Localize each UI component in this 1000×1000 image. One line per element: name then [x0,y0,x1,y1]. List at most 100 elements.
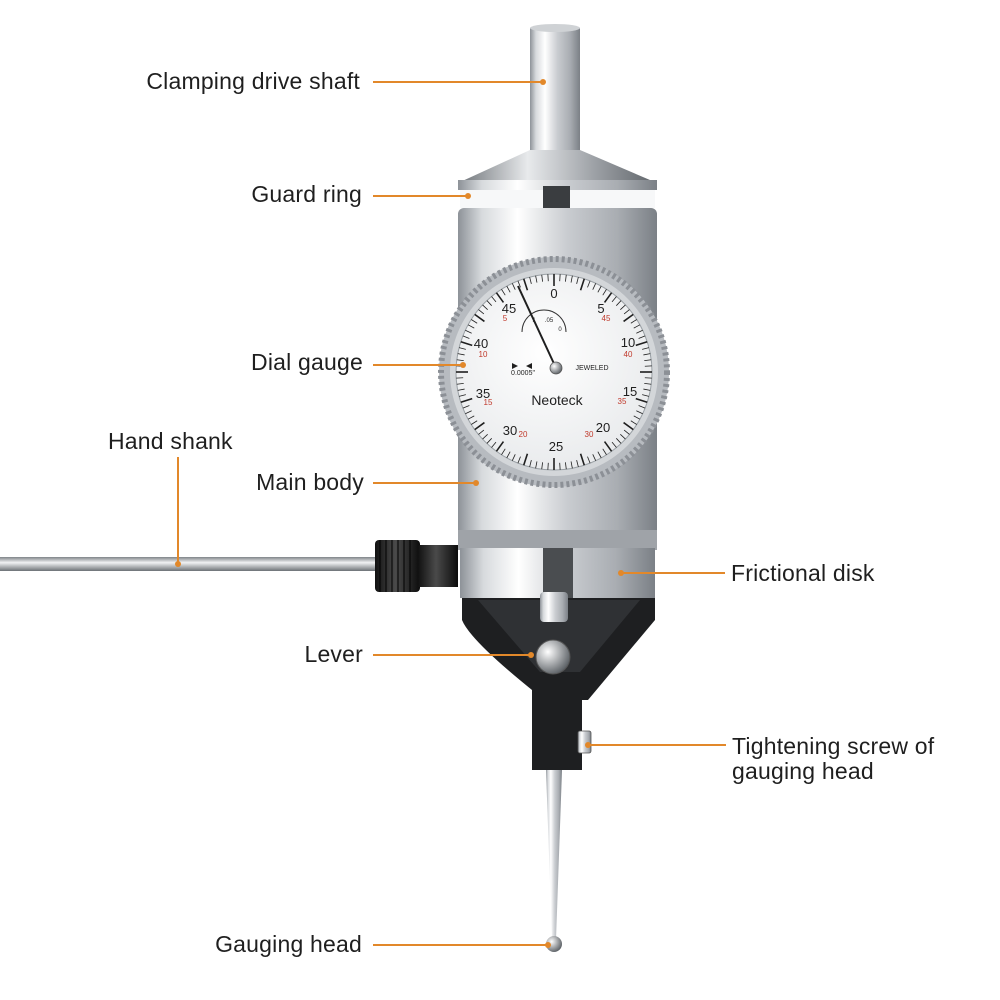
dial-tick [635,397,648,404]
dial-tick [638,335,646,339]
dial-tick [565,462,567,470]
dial-num-35: 35 [476,386,490,401]
dial-tick [522,278,529,291]
dial-tick [642,394,650,397]
leader-gauging-head-dot [545,942,551,948]
dial-tick [623,309,630,315]
dial-tick [456,383,464,385]
dial-tick [579,453,586,466]
dial-num-25: 25 [549,439,563,454]
dial-tick [592,454,597,461]
dial-tick [602,448,607,455]
subdial-05: .05 [545,318,554,324]
label-lever: Lever [304,641,363,667]
dial-tick [517,456,521,464]
dial-tick [644,383,652,385]
dial-tick [501,289,506,296]
dial-tick [501,448,506,455]
leader-guard-ring-dot [465,193,471,199]
subdial-0: 0 [558,327,562,333]
dial-tick [467,415,475,420]
dial-tick [465,329,472,334]
dial-tick [576,276,579,284]
dial-tick [511,454,516,461]
dial-tick [616,438,622,444]
dial-num-40: 40 [474,336,488,351]
dial-tick [471,420,478,425]
gauging-probe [546,770,562,940]
label-clamping-shaft: Clamping drive shaft [146,68,360,94]
dial-tick [474,313,485,323]
dial-brand: Neoteck [531,392,583,408]
leader-frictional-disk [622,572,725,574]
dial-tick [541,274,543,282]
leader-clamping-shaft-dot [540,79,546,85]
dial-tick [597,451,602,459]
dial-tick [643,353,651,356]
dial-tick [623,421,634,431]
dial-tick [643,388,651,391]
leader-dial-gauge [373,364,463,366]
dial-tick [465,410,472,415]
dial-tick [603,441,613,452]
label-main-body: Main body [256,469,364,495]
dial-num-15: 15 [623,384,637,399]
clamping-shaft [530,28,580,153]
dial-tick [506,285,511,293]
dial-tick [541,462,543,470]
leader-gauging-head [373,944,548,946]
dial-tick [511,283,516,290]
dial-tick [638,405,646,409]
leader-tightening-screw [588,744,726,746]
dial-tick [616,300,622,306]
dial-tick [478,309,485,315]
dial-tick [630,319,637,324]
dial-needle [517,285,557,369]
dial-resolution: 0.0005" [511,370,535,377]
leader-tightening-screw-dot [585,742,591,748]
dial-tick [535,461,538,469]
dial-tick [570,275,573,283]
dial-tick [471,319,478,324]
dial-inner-40: 40 [624,350,633,359]
dial-inner-35: 35 [618,397,627,406]
dial-tick [576,460,579,468]
dial-tick [482,304,488,310]
leader-main-body [373,482,476,484]
dial-tick [495,441,505,452]
dial-tick [491,296,497,303]
leader-guard-ring [373,195,468,197]
dial-tick [529,460,532,468]
dial-tick [458,394,466,397]
dial-tick [457,388,465,391]
dial-inner-10: 10 [479,350,488,359]
label-hand-shank: Hand shank [108,428,233,454]
leader-frictional-disk-dot [618,570,624,576]
dial-tick [570,461,573,469]
dial-num-0: 0 [550,286,557,301]
leader-hand-shank [177,457,179,565]
leader-main-body-dot [473,480,479,486]
dial-tick [644,359,652,361]
guard-ring [458,150,657,183]
dial-num-5: 5 [597,301,604,316]
dial-tick [482,434,488,440]
dial-tick [486,300,492,306]
dial-tick [458,347,466,350]
label-dial-gauge: Dial gauge [251,349,363,375]
dial-tick [491,441,497,448]
dial-ticks [456,274,652,470]
dial-tick [636,329,643,334]
knurled-bezel [438,256,670,488]
lever-screw [535,639,571,675]
dial-tick [587,456,591,464]
dial-tick [587,280,591,288]
dial-tick [592,283,597,290]
leader-dial-gauge-dot [460,362,466,368]
label-tightening-screw-line1: Tightening screw of [732,733,935,759]
dial-tick [602,289,607,296]
dial-tick [630,420,637,425]
label-tightening-screw-line2: gauging head [732,758,874,784]
